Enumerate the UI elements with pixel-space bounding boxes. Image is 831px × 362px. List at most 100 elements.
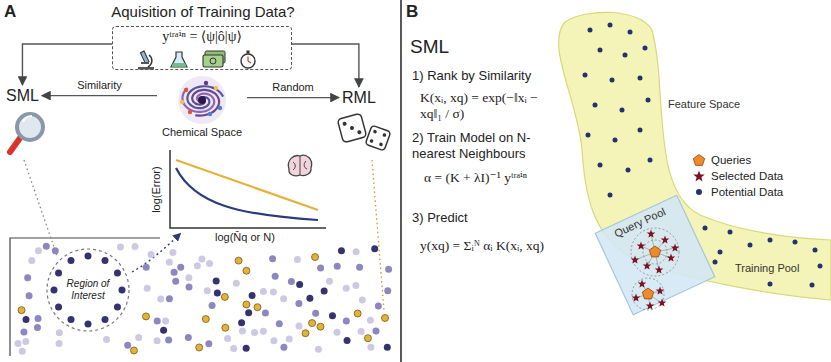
flow-arrow: [42, 95, 157, 96]
data-point: [251, 329, 258, 336]
data-point: [166, 295, 173, 302]
data-point: [204, 287, 211, 294]
legend-symbol: [692, 185, 706, 199]
data-point: [230, 345, 237, 352]
potential-point: [623, 53, 628, 58]
data-point: [185, 274, 192, 281]
data-point: [124, 342, 131, 349]
data-point: [169, 249, 176, 256]
data-point: [52, 247, 59, 254]
potential-point: [813, 248, 818, 253]
data-point: [317, 264, 324, 271]
data-point: [243, 301, 250, 308]
money-icon: [210, 58, 216, 64]
potential-point: [608, 23, 613, 28]
data-point: [35, 315, 42, 322]
data-point: [356, 264, 363, 271]
potential-point: [648, 158, 653, 163]
legend-symbol: [692, 169, 706, 183]
title-text: Aquisition of Training Data?: [63, 3, 343, 21]
data-point: [19, 348, 26, 355]
potential-point: [610, 78, 615, 83]
stopwatch-icon: [247, 51, 250, 54]
dice-icon: [337, 113, 366, 142]
legend-symbol: [693, 155, 704, 166]
microscope-icon: [141, 62, 149, 64]
data-point: [43, 243, 50, 250]
potential-point: [586, 133, 591, 138]
data-point: [294, 256, 301, 263]
legend-entry: Selected Data: [692, 168, 783, 184]
data-point: [317, 323, 324, 330]
potential-point: [626, 168, 631, 173]
panel-letter: A: [4, 2, 16, 22]
edge-label: Similarity: [75, 79, 124, 92]
space-label: Feature Space: [668, 98, 740, 111]
data-point: [272, 273, 279, 280]
data-point: [354, 310, 361, 317]
flow-arrow: [247, 97, 339, 98]
data-point: [296, 281, 303, 288]
data-point: [260, 288, 267, 295]
data-point: [26, 292, 33, 299]
potential-point: [713, 260, 718, 265]
data-point: [157, 295, 164, 302]
step-heading: 2) Train Model on N-nearest Neighbours: [412, 130, 562, 161]
data-point: [143, 313, 150, 320]
data-point: [28, 257, 35, 264]
potential-point: [583, 73, 588, 78]
region-shape: [85, 321, 92, 328]
data-point: [103, 336, 110, 343]
data-point: [221, 293, 228, 300]
dice-icon: [342, 121, 347, 126]
query-shape: [595, 195, 715, 315]
dice-icon: [369, 139, 374, 144]
formula: K(xᵢ, xq) = exp(−‖xᵢ − xq‖₁ / σ): [420, 90, 562, 122]
data-point: [213, 277, 220, 284]
galaxy-shape: [214, 86, 218, 90]
data-point: [334, 329, 341, 336]
data-point: [269, 255, 276, 262]
potential-point: [793, 240, 798, 245]
leader-line: [24, 160, 57, 256]
data-point: [238, 319, 245, 326]
panel-divider: [400, 0, 402, 362]
galaxy-shape: [188, 110, 192, 114]
potential-point: [768, 238, 773, 243]
data-point: [117, 244, 124, 251]
galaxy-shape: [180, 100, 184, 104]
step-heading: 1) Rank by Similarity: [412, 68, 531, 84]
lab-icons: [138, 51, 255, 70]
data-point: [352, 282, 359, 289]
data-point: [224, 335, 231, 342]
data-point: [130, 347, 137, 354]
potential-point: [593, 103, 598, 108]
pool-label: Training Pool: [735, 262, 799, 275]
flask-icon: [172, 63, 187, 67]
data-point: [233, 280, 240, 287]
region-shape: [114, 304, 121, 311]
data-point: [334, 263, 341, 270]
magnifier-icon: [23, 116, 32, 122]
region-shape: [114, 270, 121, 277]
learning-curve-plot: [170, 150, 326, 228]
stopwatch-icon: [241, 54, 255, 68]
data-point: [249, 292, 256, 299]
potential-point: [588, 28, 593, 33]
region-shape: [102, 316, 109, 323]
data-point: [312, 310, 319, 317]
data-point: [148, 251, 155, 258]
region-shape: [68, 316, 75, 323]
data-point: [15, 340, 22, 347]
potential-point: [613, 138, 618, 143]
data-point: [135, 334, 142, 341]
data-point: [280, 295, 287, 302]
data-point: [239, 328, 246, 335]
potential-point: [638, 76, 643, 81]
potential-point: [643, 46, 648, 51]
region-shape: [68, 257, 75, 264]
learning-curve-plot: [170, 150, 326, 228]
scatter-frame: [10, 238, 160, 356]
dice-icon: [365, 125, 391, 151]
data-point: [280, 344, 287, 351]
